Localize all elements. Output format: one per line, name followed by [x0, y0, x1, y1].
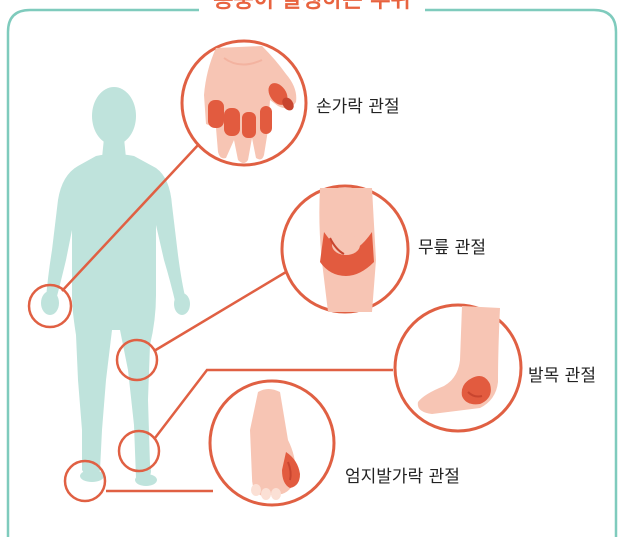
ankle-joint-detail [395, 305, 521, 431]
big-toe-joint-detail [210, 381, 334, 505]
human-silhouette [41, 87, 190, 486]
knee-joint-label: 무릎 관절 [418, 233, 486, 258]
finger-joint-detail [182, 41, 306, 165]
knee-joint-detail [282, 186, 408, 312]
finger-joint-label: 손가락 관절 [316, 92, 400, 117]
ankle-joint-label: 발목 관절 [528, 361, 596, 386]
big-toe-joint-label: 엄지발가락 관절 [345, 462, 460, 487]
